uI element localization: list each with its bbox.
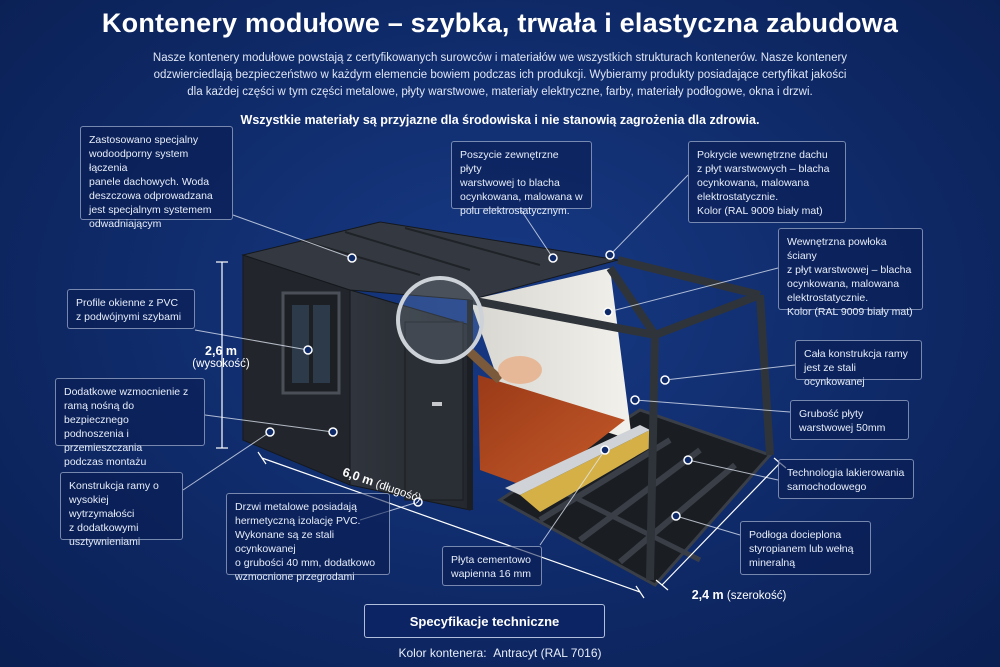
intro-line: dla każdej części w tym części metalowe,… <box>187 86 813 98</box>
markers <box>265 250 693 521</box>
container-color: Kolor kontenera: Antracyt (RAL 7016) <box>0 646 1000 660</box>
window <box>281 291 341 395</box>
floor-insulation <box>520 430 655 512</box>
intro-line: Nasze kontenery modułowe powstają z cert… <box>152 52 848 64</box>
roof <box>241 221 619 301</box>
steel-frame <box>469 256 774 581</box>
intro-text: Nasze kontenery modułowe powstają z cert… <box>150 50 850 101</box>
color-value: Antracyt (RAL 7016) <box>493 646 602 660</box>
dimension-lines <box>216 261 787 599</box>
intro-line: odzwierciedlają bezpieczeństwo w każdym … <box>153 69 847 81</box>
height-dimension: 2,6 m(wysokość) <box>192 344 250 370</box>
wooden-floor <box>478 375 625 490</box>
width-dimension: 2,4 m (szerokość) <box>691 588 787 602</box>
magnifier-icon <box>396 276 542 384</box>
cement-board <box>505 425 650 495</box>
subtitle: Wszystkie materiały są przyjazne dla śro… <box>240 113 760 127</box>
page-title: Kontenery modułowe – szybka, trwała i el… <box>101 8 899 38</box>
color-label: Kolor kontenera: <box>398 646 487 660</box>
spec-button[interactable]: Specyfikacje techniczne <box>364 604 605 638</box>
